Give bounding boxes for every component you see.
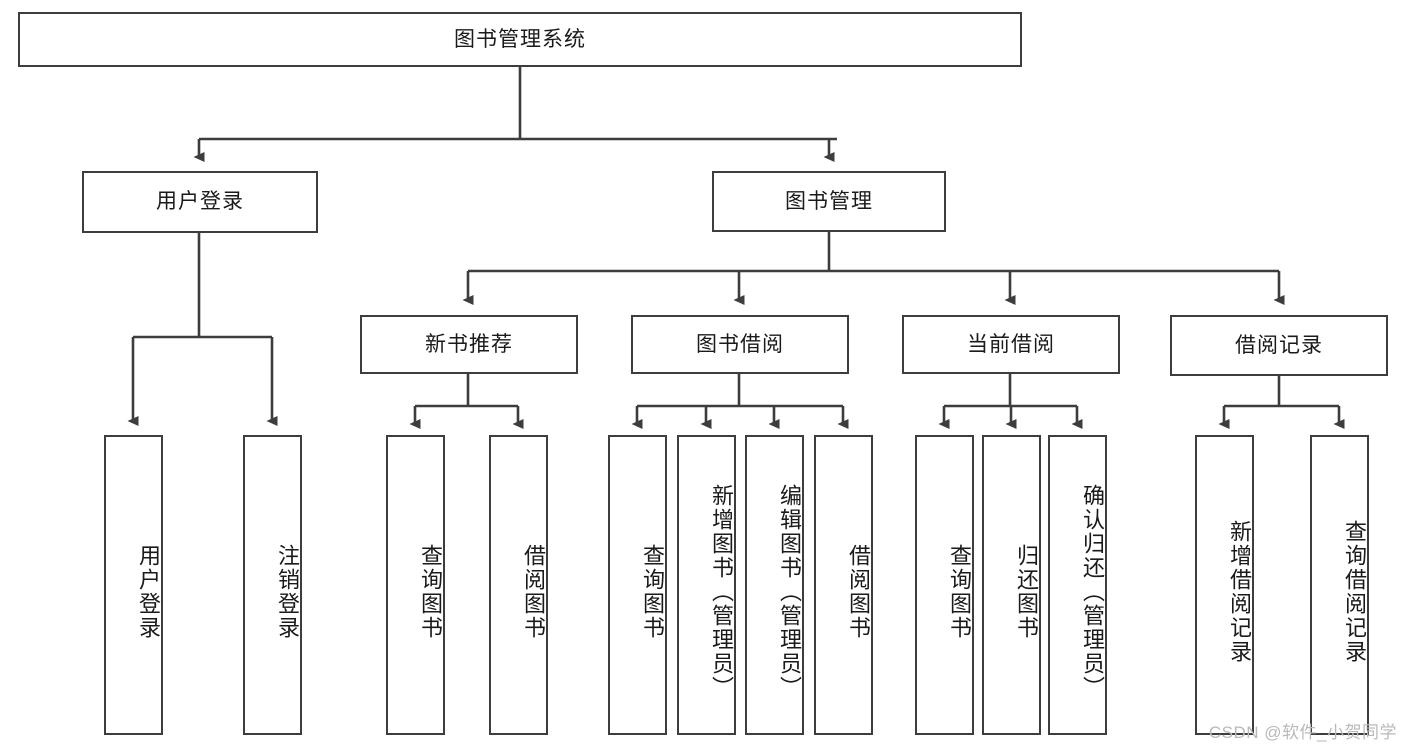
- node-leaf-current-return-label: 归还图书: [1014, 544, 1039, 640]
- node-new-book-recommend-label: 新书推荐: [425, 332, 513, 356]
- node-leaf-current-return[interactable]: 归还图书: [982, 435, 1041, 735]
- node-leaf-newbook-query[interactable]: 查询图书: [386, 435, 445, 735]
- node-leaf-current-query-label: 查询图书: [947, 544, 972, 640]
- node-leaf-borrow-add[interactable]: 新增图书（管理员）: [677, 435, 736, 735]
- node-leaf-user-login[interactable]: 用户登录: [104, 435, 163, 735]
- node-new-book-recommend[interactable]: 新书推荐: [360, 315, 578, 374]
- node-leaf-current-query[interactable]: 查询图书: [915, 435, 974, 735]
- node-leaf-borrow-edit[interactable]: 编辑图书（管理员）: [745, 435, 804, 735]
- node-leaf-borrow-query-label: 查询图书: [640, 544, 665, 640]
- node-root-label: 图书管理系统: [454, 27, 586, 51]
- node-leaf-newbook-borrow[interactable]: 借阅图书: [489, 435, 548, 735]
- node-book-manage[interactable]: 图书管理: [712, 171, 946, 232]
- node-book-manage-label: 图书管理: [785, 189, 873, 213]
- node-leaf-current-confirm-label: 确认归还（管理员）: [1080, 484, 1105, 700]
- node-leaf-record-add-label: 新增借阅记录: [1227, 520, 1252, 664]
- node-leaf-newbook-borrow-label: 借阅图书: [521, 544, 546, 640]
- node-leaf-user-login-label: 用户登录: [136, 544, 161, 640]
- node-leaf-borrow-add-label: 新增图书（管理员）: [709, 484, 734, 700]
- node-borrow-record-label: 借阅记录: [1235, 333, 1323, 357]
- node-leaf-record-query[interactable]: 查询借阅记录: [1310, 435, 1369, 735]
- node-borrow-record[interactable]: 借阅记录: [1170, 315, 1388, 376]
- node-user-login-label: 用户登录: [156, 190, 244, 214]
- node-leaf-record-query-label: 查询借阅记录: [1342, 520, 1367, 664]
- node-root[interactable]: 图书管理系统: [18, 12, 1022, 67]
- node-user-login[interactable]: 用户登录: [82, 171, 318, 233]
- node-current-borrow[interactable]: 当前借阅: [902, 315, 1120, 374]
- node-leaf-logout-label: 注销登录: [275, 544, 300, 640]
- node-book-borrow[interactable]: 图书借阅: [631, 315, 849, 374]
- node-leaf-logout[interactable]: 注销登录: [243, 435, 302, 735]
- node-leaf-newbook-query-label: 查询图书: [418, 544, 443, 640]
- node-leaf-borrow-action[interactable]: 借阅图书: [814, 435, 873, 735]
- node-leaf-borrow-edit-label: 编辑图书（管理员）: [777, 484, 802, 700]
- node-leaf-borrow-action-label: 借阅图书: [846, 544, 871, 640]
- node-current-borrow-label: 当前借阅: [967, 332, 1055, 356]
- node-leaf-current-confirm[interactable]: 确认归还（管理员）: [1048, 435, 1107, 735]
- node-book-borrow-label: 图书借阅: [696, 332, 784, 356]
- node-leaf-record-add[interactable]: 新增借阅记录: [1195, 435, 1254, 735]
- node-leaf-borrow-query[interactable]: 查询图书: [608, 435, 667, 735]
